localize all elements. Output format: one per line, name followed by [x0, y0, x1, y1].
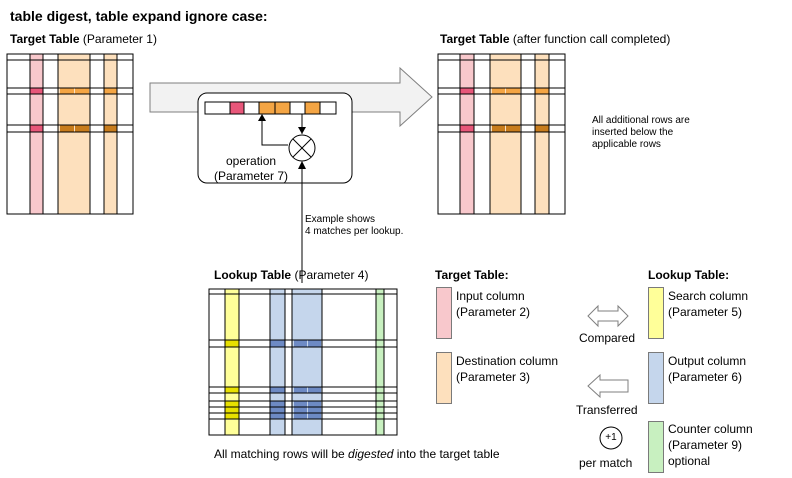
transferred-arrow-icon [587, 373, 629, 399]
legend-lookup-heading: Lookup Table: [648, 268, 730, 282]
target-table-before [6, 53, 134, 215]
legend-output-line1: Output column [668, 354, 747, 368]
target-before-label-rest: (Parameter 1) [79, 32, 157, 46]
bottom-note-post: into the target table [393, 447, 500, 461]
legend-dest-line2: (Parameter 3) [456, 370, 531, 384]
operation-label-line2: (Parameter 7) [214, 169, 289, 183]
compared-label: Compared [579, 331, 636, 345]
lookup-label-bold: Lookup Table [214, 268, 292, 282]
transferred-label: Transferred [576, 403, 638, 417]
bottom-note-em: digested [348, 447, 394, 461]
note-rows-line1: All additional rows are [592, 115, 690, 126]
legend-input-line2: (Parameter 2) [456, 305, 531, 319]
operation-box [197, 92, 353, 184]
target-after-label-bold: Target Table [440, 32, 510, 46]
target-table-after-label: Target Table (after function call comple… [440, 32, 670, 47]
legend-search-line2: (Parameter 5) [668, 305, 743, 319]
legend-counter-line3: optional [668, 454, 711, 468]
legend-output-swatch [648, 352, 664, 404]
operation-label-line1: operation [226, 154, 277, 168]
legend-counter-swatch [648, 421, 664, 473]
legend-counter-line2: (Parameter 9) [668, 438, 743, 452]
legend-search-line1: Search column [668, 289, 749, 303]
lookup-label-rest: (Parameter 4) [291, 268, 369, 282]
legend-target-heading: Target Table: [435, 268, 509, 282]
note-rows-line3: applicable rows [592, 139, 661, 150]
plus-one-label: +1 [605, 432, 617, 443]
legend-input-line1: Input column [456, 289, 525, 303]
legend-search-swatch [648, 287, 664, 339]
target-input-column [30, 54, 43, 214]
target-table-before-label: Target Table (Parameter 1) [10, 32, 157, 47]
legend-input-swatch [436, 287, 452, 339]
legend-dest-swatch [436, 352, 452, 404]
target-table-after [437, 53, 566, 215]
bottom-note-pre: All matching rows will be [214, 447, 349, 461]
legend-output-line2: (Parameter 6) [668, 370, 743, 384]
example-note-line1: Example shows [305, 214, 376, 225]
plus-one-icon [599, 426, 623, 450]
page-title: table digest, table expand ignore case: [10, 8, 268, 24]
lookup-table-label: Lookup Table (Parameter 4) [214, 268, 368, 283]
target-dest-column-2 [104, 54, 117, 214]
bottom-note: All matching rows will be digested into … [214, 447, 500, 462]
lookup-table [208, 288, 398, 436]
target-dest-column [58, 54, 90, 214]
target-after-label-rest: (after function call completed) [509, 32, 671, 46]
legend-dest-line1: Destination column [456, 354, 559, 368]
target-before-label-bold: Target Table [10, 32, 80, 46]
per-match-label: per match [579, 456, 633, 470]
note-rows-line2: inserted below the [592, 127, 674, 138]
example-note-line2: 4 matches per lookup. [305, 226, 404, 237]
legend-counter-line1: Counter column [668, 422, 753, 436]
compared-arrow-icon [587, 304, 629, 328]
